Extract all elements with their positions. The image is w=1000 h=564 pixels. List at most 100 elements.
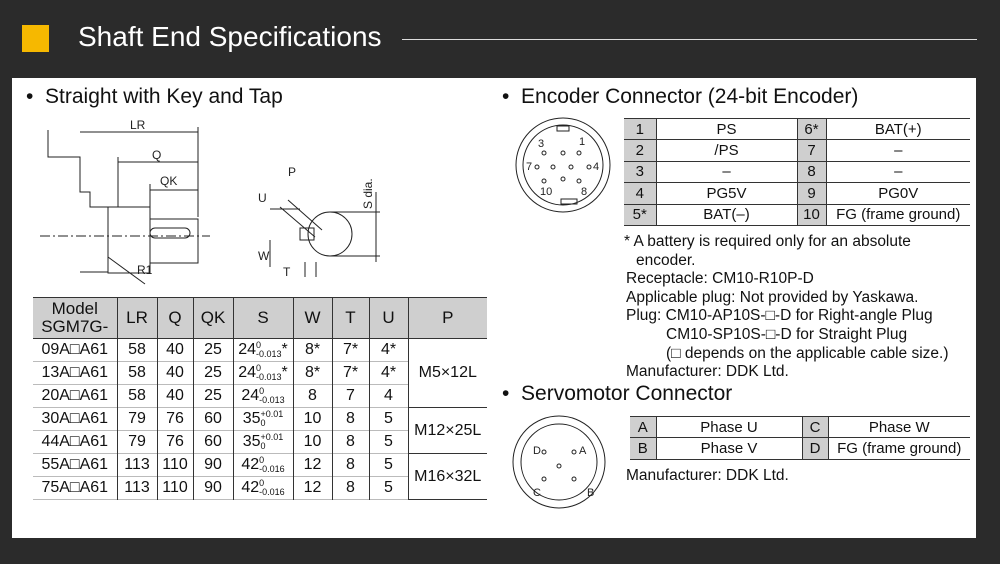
s-upper: 0 xyxy=(259,454,265,465)
cell-lr: 113 xyxy=(116,476,157,500)
cell-w: 10 xyxy=(292,407,332,431)
servo-pin-pin-number: D xyxy=(802,437,829,460)
servo-pin-signal: Phase U xyxy=(655,416,803,439)
s-tolerance: 0-0.016 xyxy=(259,454,285,474)
cell-t: 7* xyxy=(331,338,369,362)
cell-qk: 25 xyxy=(192,361,233,385)
servo-pin-label-d: D xyxy=(533,445,541,457)
cell-p: M12×25L xyxy=(407,407,487,454)
note-line: CM10-SP10S-□-D for Straight Plug xyxy=(666,325,908,343)
encoder-pin-signal: – xyxy=(825,139,970,162)
cell-model: 30A□A61 xyxy=(41,410,109,427)
cell-model: 75A□A61 xyxy=(41,479,109,496)
cell-lr: 58 xyxy=(116,338,157,362)
servo-heading: • Servomotor Connector xyxy=(502,382,733,405)
shaft-drawing: LR Q QK R1 P U W T S dia. xyxy=(40,118,380,285)
cell-qk: 90 xyxy=(192,453,233,477)
servo-pin-signal: FG (frame ground) xyxy=(827,437,970,460)
cell-qk: 60 xyxy=(192,407,233,431)
cell-q: 110 xyxy=(156,476,193,500)
pin-dot xyxy=(568,164,574,170)
note-line: Manufacturer: DDK Ltd. xyxy=(626,363,789,381)
cell-p: M16×32L xyxy=(407,453,487,500)
note-line: encoder. xyxy=(636,251,696,269)
cell-w: 10 xyxy=(292,430,332,454)
pin-dot xyxy=(586,164,592,170)
pin-dot xyxy=(576,178,582,184)
encoder-pin-pin-number: 7 xyxy=(797,139,827,162)
encoder-pin-signal: FG (frame ground) xyxy=(825,204,970,226)
col-s: S xyxy=(232,297,293,339)
note-line: Receptacle: CM10-R10P-D xyxy=(626,270,814,288)
cell-w: 12 xyxy=(292,476,332,500)
enc-pin-label-10: 10 xyxy=(540,186,552,198)
encoder-pin-pin-number: 9 xyxy=(797,182,827,205)
encoder-pin-pin-number: 2 xyxy=(624,139,657,162)
s-upper: 0 xyxy=(256,339,262,350)
encoder-pin-pin-number: 4 xyxy=(624,182,657,205)
cell-q: 40 xyxy=(156,361,193,385)
cell-qk: 90 xyxy=(192,476,233,500)
pin-dot xyxy=(560,176,566,182)
enc-pin-label-3: 3 xyxy=(538,138,544,150)
encoder-pin-pin-number: 6* xyxy=(797,118,827,141)
note-line: (□ depends on the applicable cable size.… xyxy=(666,344,949,362)
shaft-heading-text: Straight with Key and Tap xyxy=(45,85,283,108)
label-qk: QK xyxy=(160,174,177,188)
s-nominal: 24 xyxy=(238,364,257,382)
encoder-pin-pin-number: 5* xyxy=(624,204,657,226)
s-lower: -0.016 xyxy=(259,486,285,497)
cell-model: 09A□A61 xyxy=(41,341,109,358)
servo-heading-text: Servomotor Connector xyxy=(521,382,733,405)
cell-w: 8 xyxy=(292,384,332,408)
servo-pin-label-c: C xyxy=(533,487,541,499)
cell-p: M5×12L xyxy=(407,338,487,408)
servo-manufacturer: Manufacturer: DDK Ltd. xyxy=(626,467,789,484)
cell-u: 4* xyxy=(368,361,408,385)
col-p: P xyxy=(407,297,487,339)
s-nominal: 24 xyxy=(238,341,257,359)
note-line: Applicable plug: Not provided by Yaskawa… xyxy=(626,288,919,306)
s-nominal: 42 xyxy=(241,456,260,474)
s-upper: 0 xyxy=(256,362,262,373)
encoder-pin-pin-number: 3 xyxy=(624,161,657,184)
s-nominal: 35 xyxy=(242,410,261,428)
cell-t: 7* xyxy=(331,361,369,385)
col-q: Q xyxy=(156,297,193,339)
encoder-notes: * A battery is required only for an abso… xyxy=(624,233,949,382)
encoder-heading: • Encoder Connector (24-bit Encoder) xyxy=(502,85,859,108)
pin-dot xyxy=(534,164,540,170)
pin-dot xyxy=(541,150,547,156)
s-tolerance: 0-0.013 xyxy=(259,386,285,405)
note-line: * A battery is required only for an abso… xyxy=(624,233,911,250)
col-lr: LR xyxy=(116,297,157,339)
s-lower: -0.013 xyxy=(259,394,285,405)
pin-dot xyxy=(560,150,566,156)
cell-q: 76 xyxy=(156,430,193,454)
shaft-heading: • Straight with Key and Tap xyxy=(26,85,283,108)
cell-u: 4* xyxy=(368,338,408,362)
cell-u: 5 xyxy=(368,476,408,500)
servo-pin-label-a: A xyxy=(579,445,587,457)
cell-t: 8 xyxy=(331,453,369,477)
servo-pin-signal: Phase W xyxy=(827,416,970,439)
page-title: Shaft End Specifications xyxy=(78,21,382,52)
s-mark: * xyxy=(281,364,288,382)
cell-model: 20A□A61 xyxy=(41,387,109,404)
enc-pin-label-8: 8 xyxy=(581,186,587,198)
label-s-dia: S dia. xyxy=(361,178,375,209)
